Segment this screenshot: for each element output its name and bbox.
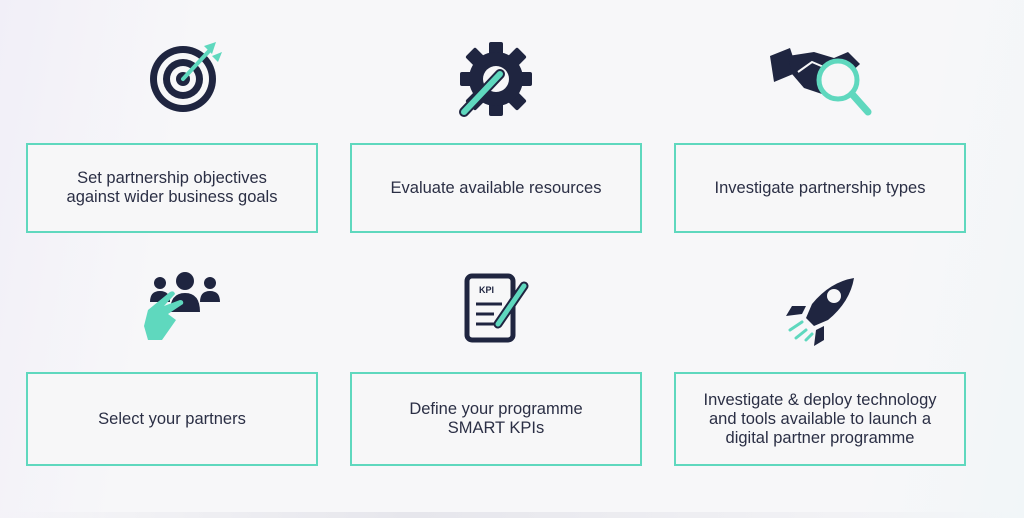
kpi-label: KPI	[479, 285, 494, 295]
step-text-line: Investigate partnership types	[714, 178, 926, 197]
step-card-partnership-types: Investigate partnership types	[674, 143, 966, 233]
rocket-icon	[786, 278, 854, 346]
step-text-line: SMART KPIs	[447, 419, 545, 437]
step-text-line: against wider business goals	[66, 188, 278, 206]
step-text-line: Set partnership objectives	[77, 169, 267, 187]
kpi-document-pencil-icon: KPI	[464, 273, 529, 343]
step-text-line: Select your partners	[98, 409, 246, 428]
step-text-line: digital partner programme	[725, 428, 915, 447]
step-card-resources: Evaluate available resources	[350, 143, 642, 233]
target-with-arrow-icon	[150, 42, 222, 112]
step-text-line: Define your programme	[409, 400, 583, 418]
bottom-divider	[0, 512, 1024, 518]
step-card-kpis: Define your programme SMART KPIs	[350, 372, 642, 466]
handshake-magnifier-icon	[770, 48, 872, 116]
step-card-select-partners: Select your partners	[26, 372, 318, 466]
step-text-line: and tools available to launch a	[709, 409, 931, 428]
step-card-technology: Investigate & deploy technology and tool…	[674, 372, 966, 466]
step-card-objectives: Set partnership objectives against wider…	[26, 143, 318, 233]
gear-with-pencil-icon	[459, 42, 532, 117]
step-text-line: Investigate & deploy technology	[703, 390, 937, 409]
people-selecting-hand-icon	[144, 272, 220, 340]
step-text-line: Evaluate available resources	[390, 178, 602, 197]
